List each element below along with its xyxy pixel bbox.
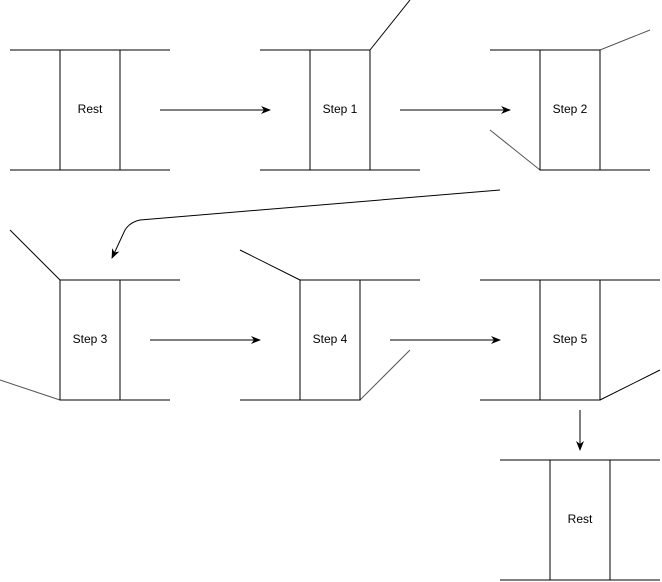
- stage-box: [539, 279, 601, 401]
- stage-box: [59, 49, 121, 171]
- stage-box: [299, 279, 361, 401]
- stage-label: Step 3: [73, 332, 108, 346]
- stage-label: Rest: [568, 512, 593, 526]
- stage-step-5: Step 5: [480, 279, 661, 401]
- stage-label: Rest: [78, 102, 103, 116]
- stage-label: Step 4: [313, 332, 348, 346]
- stage-step-3: Step 3: [0, 229, 180, 401]
- stage-box: [309, 49, 371, 171]
- stage-box: [59, 279, 121, 401]
- stage-rest-bottom: Rest: [500, 459, 660, 581]
- arrow-step-2-to-step-3: [111, 189, 501, 259]
- stage-step-1: Step 1: [260, 0, 420, 171]
- stage-box: [549, 459, 611, 581]
- stage-label: Step 5: [553, 332, 588, 346]
- stage-rest-top: Rest: [10, 49, 170, 171]
- stage-step-2: Step 2: [489, 29, 651, 171]
- stage-step-4: Step 4: [239, 249, 420, 401]
- stage-box: [539, 49, 601, 171]
- stage-label: Step 1: [323, 102, 358, 116]
- stage-label: Step 2: [553, 102, 588, 116]
